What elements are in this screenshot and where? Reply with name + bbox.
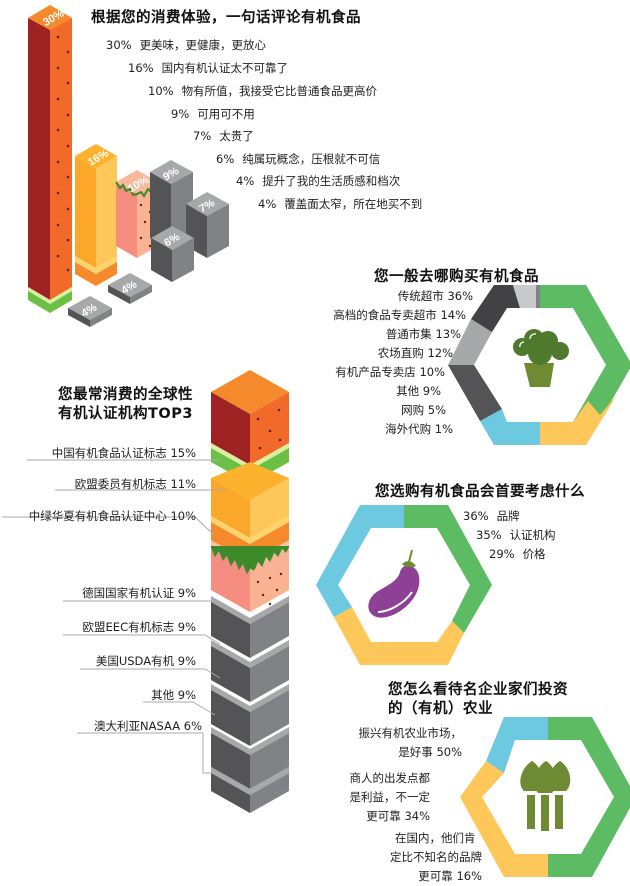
section4-title: 您选购有机食品会首要考虑什么	[375, 484, 585, 500]
factor-item: 29%价格	[489, 547, 546, 561]
section2-title: 您一般去哪购买有机食品	[374, 269, 539, 285]
section5-title-line2: 的（有机）农业	[388, 701, 493, 717]
channel-item: 其他 9%	[396, 384, 441, 398]
opinion-item: 商人的出发点都 是利益，不一定 更可靠 34%	[349, 771, 431, 823]
asparagus-icon	[520, 761, 571, 831]
cert-item: 澳大利亚NASAA 6%	[94, 719, 202, 733]
hex-ring-where-to-buy	[448, 285, 630, 445]
bar-16-orange: 16%	[75, 144, 117, 286]
cert-item: 美国USDA有机 9%	[95, 654, 196, 668]
factor-item: 35%认证机构	[476, 528, 556, 542]
comment-item: 30%更美味，更健康，更放心	[106, 38, 267, 52]
comment-item: 9%可用可不用	[171, 107, 255, 121]
bar-4a-gray: 4%	[108, 273, 152, 304]
cert-item: 德国国家有机认证 9%	[82, 586, 196, 600]
opinion-item: 振兴有机农业市场， 是好事 50%	[358, 726, 463, 759]
opinion-item: 在国内，他们肯 定比不知名的品牌 更可靠 16%	[390, 831, 482, 883]
channel-item: 农场直购 12%	[377, 346, 453, 360]
channel-item: 传统超市 36%	[397, 289, 473, 303]
cert-item: 欧盟委员有机标志 11%	[74, 477, 196, 491]
section3-title-line2: 有机认证机构TOP3	[58, 406, 193, 422]
hex-ring-entrepreneur-investment	[460, 717, 630, 877]
comment-item: 16%国内有机认证太不可靠了	[128, 61, 289, 75]
section1-title: 根据您的消费体验，一句话评论有机食品	[91, 10, 361, 26]
comment-item: 4%提升了我的生活质感和档次	[236, 174, 401, 188]
bar-4b-gray: 4%	[68, 296, 112, 327]
hex-ring-first-consideration	[316, 505, 492, 665]
comment-item: 7%太贵了	[193, 129, 254, 143]
cert-item: 中绿华夏有机食品认证中心 10%	[28, 509, 196, 523]
bar-6-gray: 6%	[151, 226, 194, 282]
cert-item: 中国有机食品认证标志 15%	[51, 446, 196, 460]
channel-item: 网购 5%	[401, 403, 446, 417]
section5-title-line1: 您怎么看待名企业家们投资	[388, 682, 568, 698]
channel-item: 海外代购 1%	[385, 422, 453, 436]
leader-lines	[2, 459, 225, 774]
channel-item: 有机产品专卖店 10%	[335, 365, 445, 379]
comment-item: 10%物有所值，我接受它比普通食品更高价	[148, 84, 378, 98]
cert-item: 欧盟EEC有机标志 9%	[82, 620, 196, 634]
comment-item: 6%纯属玩概念，压根就不可信	[216, 152, 381, 166]
bar-30-watermelon: 30%	[28, 5, 72, 313]
factor-item: 36%品牌	[463, 509, 520, 523]
cert-item: 其他 9%	[151, 688, 196, 702]
channel-item: 普通市集 13%	[385, 327, 461, 341]
eggplant-icon	[368, 549, 420, 618]
channel-item: 高档的食品专卖超市 14%	[333, 308, 466, 322]
broccoli-icon	[513, 329, 569, 387]
section3-title-line1: 您最常消费的全球性	[58, 387, 193, 403]
comment-item: 4%覆盖面太窄，所在地买不到	[258, 197, 423, 211]
stacked-cube-chart	[210, 370, 290, 813]
